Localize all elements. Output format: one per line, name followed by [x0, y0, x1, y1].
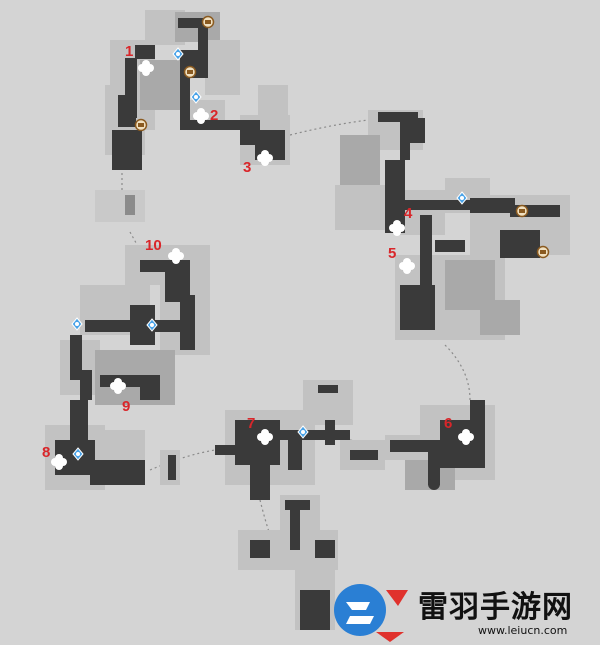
region-top: [95, 10, 290, 222]
marker-1: 1: [125, 43, 133, 60]
region-east: [385, 400, 495, 490]
region-bottom: [160, 380, 385, 630]
marker-2: 2: [210, 107, 218, 124]
site-name: 雷羽手游网: [418, 590, 573, 625]
marker-labels: 1 2 3 4 5 6 7 8 9 10: [42, 43, 452, 461]
marker-4: 4: [404, 205, 413, 222]
site-watermark: 雷羽手游网 www.leiucn.com: [328, 580, 600, 645]
marker-7: 7: [247, 415, 255, 432]
marker-5: 5: [388, 245, 396, 262]
region-right: [335, 110, 570, 340]
marker-10: 10: [145, 237, 162, 254]
region-left: [45, 245, 210, 490]
site-logo-icon: [334, 584, 408, 642]
site-url: www.leiucn.com: [478, 624, 568, 637]
marker-3: 3: [243, 159, 251, 176]
marker-8: 8: [42, 444, 50, 461]
marker-6: 6: [444, 415, 452, 432]
marker-9: 9: [122, 398, 130, 415]
